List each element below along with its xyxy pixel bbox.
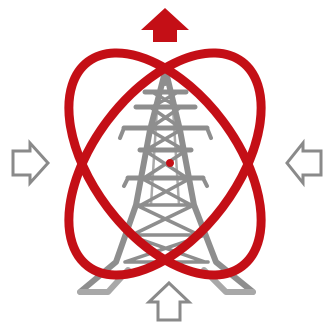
center-dot	[166, 159, 174, 167]
arrow-left-outline-icon	[287, 143, 321, 183]
arrow-right-outline-icon	[13, 143, 48, 183]
arrow-up-outline-icon	[149, 283, 189, 320]
arrow-up-filled-icon	[141, 8, 189, 42]
